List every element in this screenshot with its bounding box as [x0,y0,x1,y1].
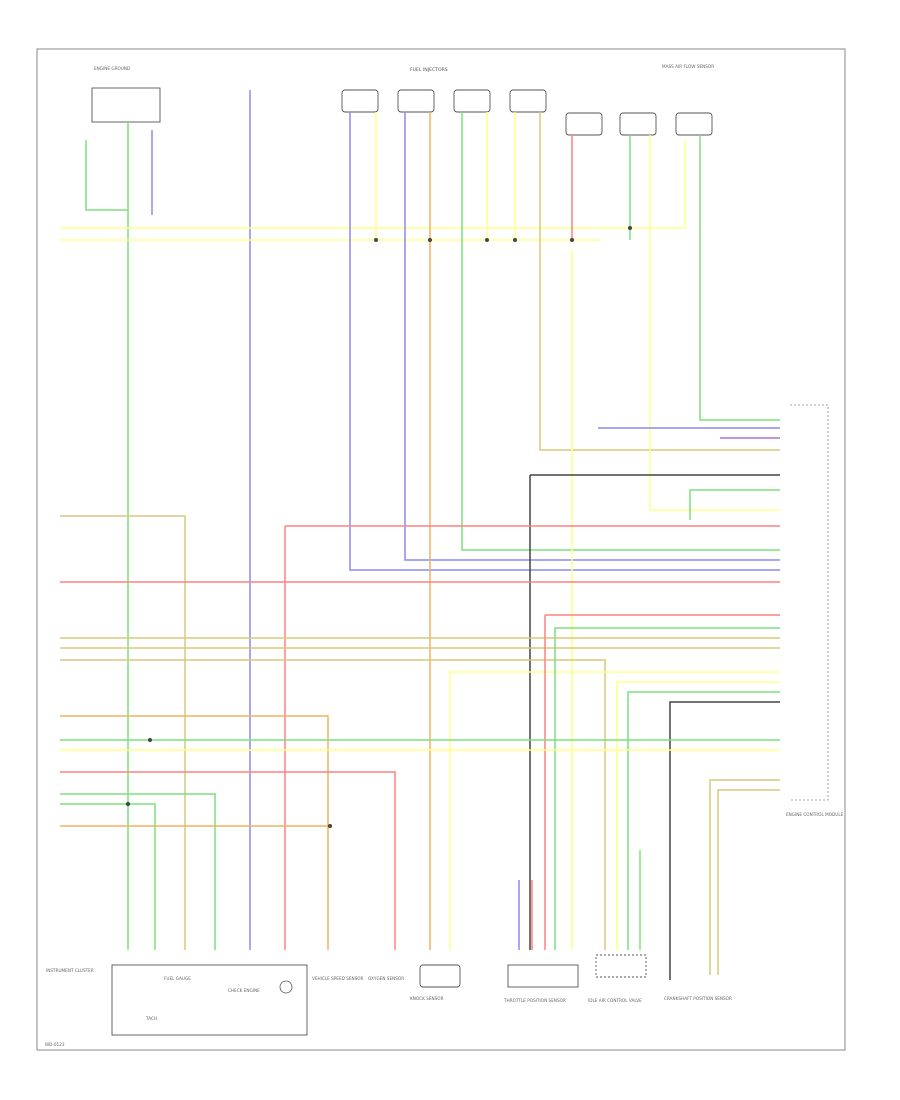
wire-13 [539,112,780,451]
wire-43 [60,793,216,950]
splice-6 [628,226,632,230]
injector-3 [453,89,491,113]
bottom-components: INSTRUMENT CLUSTER FUEL GAUGE TACH CHECK… [45,954,732,1047]
fuel-gauge-label: FUEL GAUGE [164,976,191,981]
splice-1 [374,238,378,242]
ecm-connector: ENGINE CONTROL MODULE [786,404,844,817]
fuel-injectors-label: FUEL INJECTORS [410,67,448,73]
splice-4 [513,238,517,242]
wire-31 [60,659,606,950]
wire-8 [404,112,780,561]
wire-layer [60,90,780,980]
idle-air-control-box [595,954,647,978]
splice-2 [428,238,432,242]
wire-44 [60,803,156,950]
wire-37 [627,691,780,950]
splice-layer [126,226,632,828]
wire-11 [461,112,780,551]
engine-ground-box [91,87,161,123]
sensor-top-2 [619,112,657,136]
wire-24 [60,515,186,950]
splice-5 [570,238,574,242]
check-engine-label: CHECK ENGINE [228,988,260,993]
top-components: ENGINE GROUND FUEL INJECTORS MASS AIR FL… [91,64,714,136]
wire-32 [449,671,780,950]
tach-label: TACH [145,1016,157,1021]
mass-air-flow-label: MASS AIR FLOW SENSOR [662,64,714,69]
check-engine-lamp [279,980,293,994]
sensor-top-1 [565,112,603,136]
oxygen-sensor-label: OXYGEN SENSOR [368,976,404,981]
splice-3 [485,238,489,242]
splice-7 [148,738,152,742]
instrument-cluster-label: INSTRUMENT CLUSTER [46,968,94,973]
idle-air-control-label: IDLE AIR CONTROL VALVE [588,998,642,1003]
wire-19 [699,135,780,421]
wire-27 [689,489,780,520]
throttle-position-box [507,964,579,988]
wire-35 [554,627,780,950]
diagram-frame [36,48,846,1051]
injector-4 [509,89,547,113]
wire-42 [60,771,396,950]
wire-2 [85,140,128,211]
sensor-top-3 [675,112,713,136]
throttle-position-label: THROTTLE POSITION SENSOR [503,998,566,1003]
ecm-label: ENGINE CONTROL MODULE [786,812,844,817]
knock-sensor-label: KNOCK SENSOR [410,996,444,1001]
figure-code: WD-0123 [45,1042,65,1047]
wire-18 [649,135,780,511]
injector-2 [397,89,435,113]
wire-47 [709,779,780,975]
knock-sensor-box [419,964,461,988]
crank-sensor-label: CRANKSHAFT POSITION SENSOR [664,996,732,1001]
vehicle-speed-sensor-label: VEHICLE SPEED SENSOR [312,976,364,981]
wire-5 [60,140,686,229]
injector-1 [341,89,379,113]
splice-9 [126,802,130,806]
wire-39 [60,715,329,950]
wire-7 [349,112,780,571]
wire-38 [669,701,780,980]
instrument-cluster-box [111,964,308,1036]
engine-ground-label: ENGINE GROUND [94,66,130,71]
splice-8 [328,824,332,828]
wire-36 [616,681,780,950]
wire-48 [717,789,780,975]
